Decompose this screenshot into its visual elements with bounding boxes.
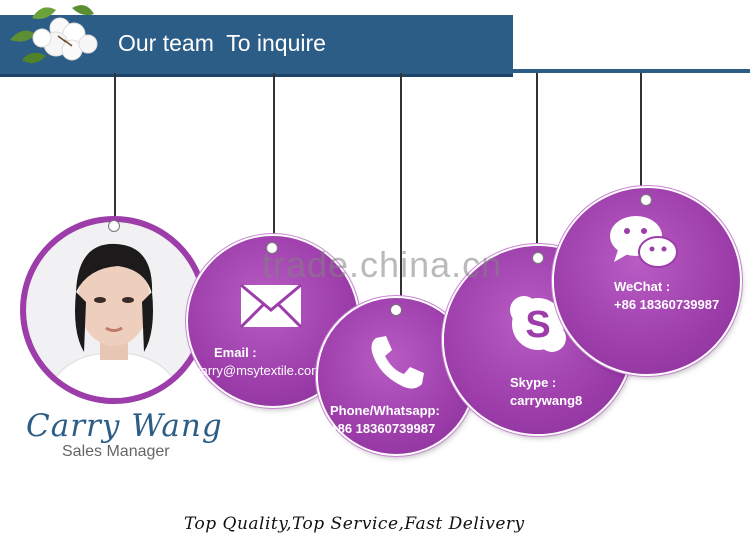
person-role: Sales Manager — [62, 443, 170, 460]
page-title: Our team To inquire — [118, 30, 326, 56]
phone-value[interactable]: +86 18360739987 — [330, 421, 436, 436]
hang-hole — [390, 304, 402, 316]
hanging-string — [400, 73, 402, 305]
hang-hole — [266, 242, 278, 254]
wechat-label: WeChat : — [614, 279, 671, 294]
wechat-value[interactable]: +86 18360739987 — [614, 297, 720, 312]
skype-value[interactable]: carrywang8 — [510, 393, 583, 408]
svg-text:S: S — [525, 304, 550, 346]
hanging-string — [273, 73, 275, 243]
slogan: Top Quality,Top Service,Fast Delivery — [184, 514, 525, 534]
phone-label: Phone/Whatsapp: — [330, 403, 440, 418]
skype-label: Skype : — [510, 375, 557, 390]
avatar — [26, 222, 202, 398]
hang-hole — [532, 252, 544, 264]
email-label: Email : — [214, 345, 257, 360]
hang-hole — [640, 194, 652, 206]
wechat-disc: WeChat : +86 18360739987 — [554, 188, 740, 374]
email-value[interactable]: carry@msytextile.com — [194, 363, 323, 378]
person-portrait-icon — [45, 243, 183, 398]
hanging-string — [640, 73, 642, 195]
person-name: Carry Wang — [26, 408, 223, 444]
skype-icon: S — [510, 296, 566, 352]
envelope-icon — [240, 284, 302, 328]
watermark: trade.china.cn — [262, 244, 503, 285]
phone-icon — [371, 336, 424, 389]
wechat-icon — [610, 216, 678, 268]
cotton-flower-icon — [10, 5, 98, 64]
hang-hole — [108, 220, 120, 232]
hanging-string — [536, 73, 538, 245]
hanging-string — [114, 73, 116, 223]
profile-photo-disc — [20, 216, 208, 404]
header-underline — [513, 69, 750, 73]
